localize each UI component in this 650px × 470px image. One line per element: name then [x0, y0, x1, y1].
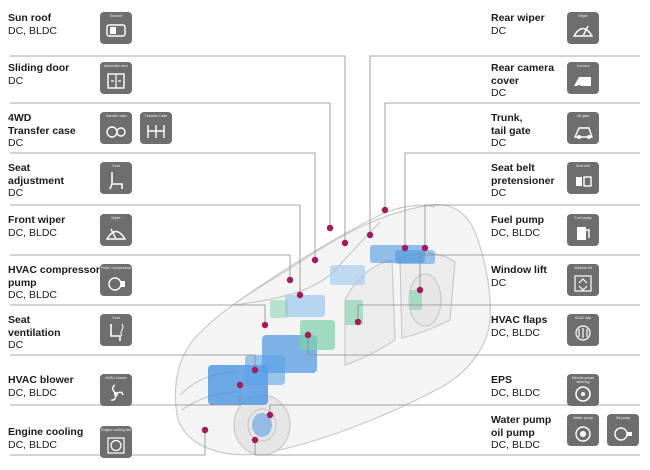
icon-caption: HVAC blower: [105, 376, 127, 380]
icon-caption: Wiper: [578, 14, 588, 18]
motor-type: DC: [491, 87, 507, 99]
component-title: Fuel pump: [491, 214, 545, 226]
icon-caption: Engine cooling fan: [101, 428, 131, 432]
hvac-blower-icon: HVAC blower: [100, 374, 132, 406]
icon-caption: Water pump: [573, 416, 593, 420]
motor-type: DC: [8, 137, 24, 149]
seat-ventilation-icon: Seat: [100, 314, 132, 346]
icon-caption: Lift gate: [576, 114, 590, 118]
icon-caption: Electric power steering: [571, 376, 595, 384]
transfer-case-icon: Transfer case: [100, 112, 132, 144]
icon-caption: Sunroof: [109, 14, 123, 18]
icon-caption: Transfer case: [105, 114, 127, 118]
fuel-pump-icon: Fuel pump: [567, 214, 599, 246]
component-title: Sliding door: [8, 62, 70, 74]
seat-belt-icon: Seat belt: [567, 162, 599, 194]
rear-wiper-icon: Wiper: [567, 12, 599, 44]
motor-type: DC, BLDC: [491, 386, 541, 399]
motor-type: DC, BLDC: [8, 289, 58, 301]
component-title: Window lift: [491, 264, 547, 276]
component-title: 4WD Transfer case: [8, 112, 76, 137]
component-title: EPS: [491, 374, 513, 386]
motor-type: DC, BLDC: [8, 24, 58, 37]
icon-caption: Seat: [112, 164, 120, 168]
icon-caption: Seat belt: [575, 164, 591, 168]
water-pump-icon: Water pump: [567, 414, 599, 446]
component-title: Trunk, tail gate: [491, 112, 531, 137]
motor-type: DC, BLDC: [491, 326, 541, 339]
component-title: HVAC compressor pump: [8, 264, 100, 289]
oil-pump-icon: Oil pump: [607, 414, 639, 446]
seat-icon: Seat: [100, 162, 132, 194]
window-lift-icon: Window lift: [567, 264, 599, 296]
motor-type: DC: [8, 74, 24, 87]
motor-type: DC, BLDC: [8, 226, 58, 239]
motor-type: DC: [491, 187, 507, 199]
camera-icon: Camera: [567, 62, 599, 94]
motor-type: DC, BLDC: [491, 439, 541, 451]
component-title: Rear camera cover: [491, 62, 555, 87]
motor-type: DC: [491, 137, 507, 149]
icon-caption: Transfer Case: [144, 114, 168, 118]
component-title: Engine cooling: [8, 426, 84, 438]
icon-caption: HVAC Compressor: [100, 266, 132, 270]
icon-caption: Oil pump: [615, 416, 631, 420]
icon-caption: Window lift: [574, 266, 592, 270]
icon-caption: Seat: [112, 316, 120, 320]
icon-caption: Fuel pump: [574, 216, 592, 220]
motor-type: DC: [8, 187, 24, 199]
component-title: Front wiper: [8, 214, 66, 226]
sunroof-icon: Sunroof: [100, 12, 132, 44]
icon-caption: Wiper: [111, 216, 121, 220]
motor-type: DC: [8, 339, 24, 351]
hvac-compressor-icon: HVAC Compressor: [100, 264, 132, 296]
component-title: HVAC blower: [8, 374, 74, 386]
icon-caption: Automatic door: [103, 64, 129, 68]
motor-type: DC, BLDC: [8, 438, 58, 451]
component-title: Water pump oil pump: [491, 414, 552, 439]
component-title: HVAC flaps: [491, 314, 548, 326]
component-title: Sun roof: [8, 12, 52, 24]
motor-type: DC, BLDC: [491, 226, 541, 239]
engine-cooling-fan-icon: Engine cooling fan: [100, 426, 132, 458]
hvac-flap-icon: HVAC flap: [567, 314, 599, 346]
motor-type: DC: [491, 276, 507, 289]
sliding-door-icon: Automatic door: [100, 62, 132, 94]
icon-caption: HVAC flap: [574, 316, 592, 320]
motor-type: DC, BLDC: [8, 386, 58, 399]
wiper-icon: Wiper: [100, 214, 132, 246]
lift-gate-icon: Lift gate: [567, 112, 599, 144]
component-title: Seat belt pretensioner: [491, 162, 555, 187]
icon-caption: Camera: [576, 64, 590, 68]
transfer-case-axle-icon: Transfer Case: [140, 112, 172, 144]
electric-power-steering-icon: Electric power steering: [567, 374, 599, 406]
component-title: Rear wiper: [491, 12, 545, 24]
motor-type: DC: [491, 24, 507, 37]
component-title: Seat ventilation: [8, 314, 61, 339]
component-title: Seat adjustment: [8, 162, 65, 187]
